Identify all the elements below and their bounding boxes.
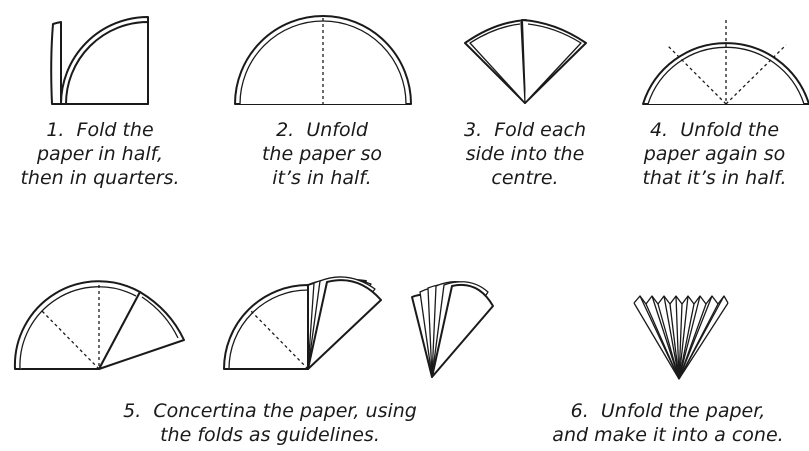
step-1-caption: 1. Fold the paper in half, then in quart… xyxy=(2,118,198,190)
step-1-text-1: Fold the xyxy=(76,119,154,141)
step-5-line-2: the folds as guidelines. xyxy=(160,424,380,446)
step-4-line-2: paper again so xyxy=(643,143,786,165)
step-3-line-2: side into the xyxy=(465,143,585,165)
step-3-number: 3. xyxy=(464,119,483,141)
step-2-text-1: Unfold xyxy=(306,119,368,141)
step-4-line-1: 4. Unfold the xyxy=(620,118,809,142)
step-1-quarter-fold-illustration xyxy=(50,16,149,105)
step-3-caption: 3. Fold each side into the centre. xyxy=(440,118,610,190)
step-6-number: 6. xyxy=(570,400,589,422)
step-6-line-1: 6. Unfold the paper, xyxy=(530,399,806,423)
step-6-text-1: Unfold the paper, xyxy=(600,400,766,422)
step-3-sides-folded-illustration xyxy=(464,19,587,104)
step-5-text-1: Concertina the paper, using xyxy=(153,400,417,422)
step-5a-concertina-illustration xyxy=(13,280,185,370)
step-1-number: 1. xyxy=(46,119,65,141)
step-5c-concertina-illustration xyxy=(411,281,494,378)
step-5-line-1: 5. Concertina the paper, using xyxy=(90,399,450,423)
step-1-line-3: then in quarters. xyxy=(20,167,180,189)
step-4-line-3: that it’s in half. xyxy=(642,167,787,189)
step-3-text-1: Fold each xyxy=(494,119,586,141)
step-4-three-folds-illustration xyxy=(642,20,809,105)
step-5b-concertina-illustration xyxy=(223,276,382,370)
step-2-caption: 2. Unfold the paper so it’s in half. xyxy=(232,118,412,190)
step-4-number: 4. xyxy=(649,119,669,141)
step-5-number: 5. xyxy=(123,400,142,422)
step-5-caption: 5. Concertina the paper, using the folds… xyxy=(90,399,450,447)
step-4-text-1: Unfold the xyxy=(680,119,780,141)
step-4-caption: 4. Unfold the paper again so that it’s i… xyxy=(620,118,809,190)
step-1-line-2: paper in half, xyxy=(36,143,164,165)
step-3-line-1: 3. Fold each xyxy=(440,118,610,142)
step-1-line-1: 1. Fold the xyxy=(2,118,198,142)
step-6-line-2: and make it into a cone. xyxy=(552,424,784,446)
step-2-number: 2. xyxy=(276,119,295,141)
step-2-line-3: it’s in half. xyxy=(272,167,372,189)
step-6-caption: 6. Unfold the paper, and make it into a … xyxy=(530,399,806,447)
step-2-line-1: 2. Unfold xyxy=(232,118,412,142)
step-2-half-fold-illustration xyxy=(234,15,412,105)
step-2-line-2: the paper so xyxy=(261,143,383,165)
step-6-cone-illustration xyxy=(633,295,729,380)
step-3-line-3: centre. xyxy=(491,167,559,189)
